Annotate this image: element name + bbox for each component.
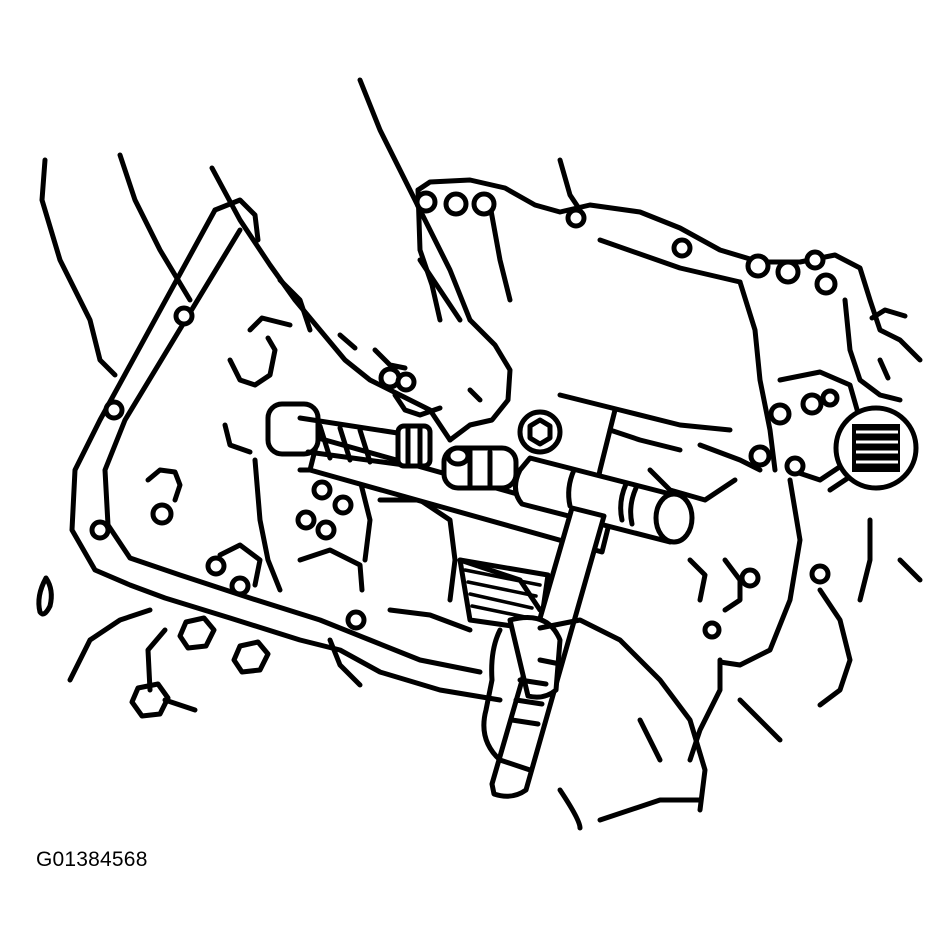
valve-body <box>69 197 551 719</box>
left-hand <box>39 77 583 443</box>
right-hand <box>481 615 708 831</box>
spring-coil <box>852 424 900 472</box>
figure-code: G01384568 <box>36 848 148 871</box>
special-service-tool <box>265 401 695 799</box>
o-ring <box>36 575 54 617</box>
